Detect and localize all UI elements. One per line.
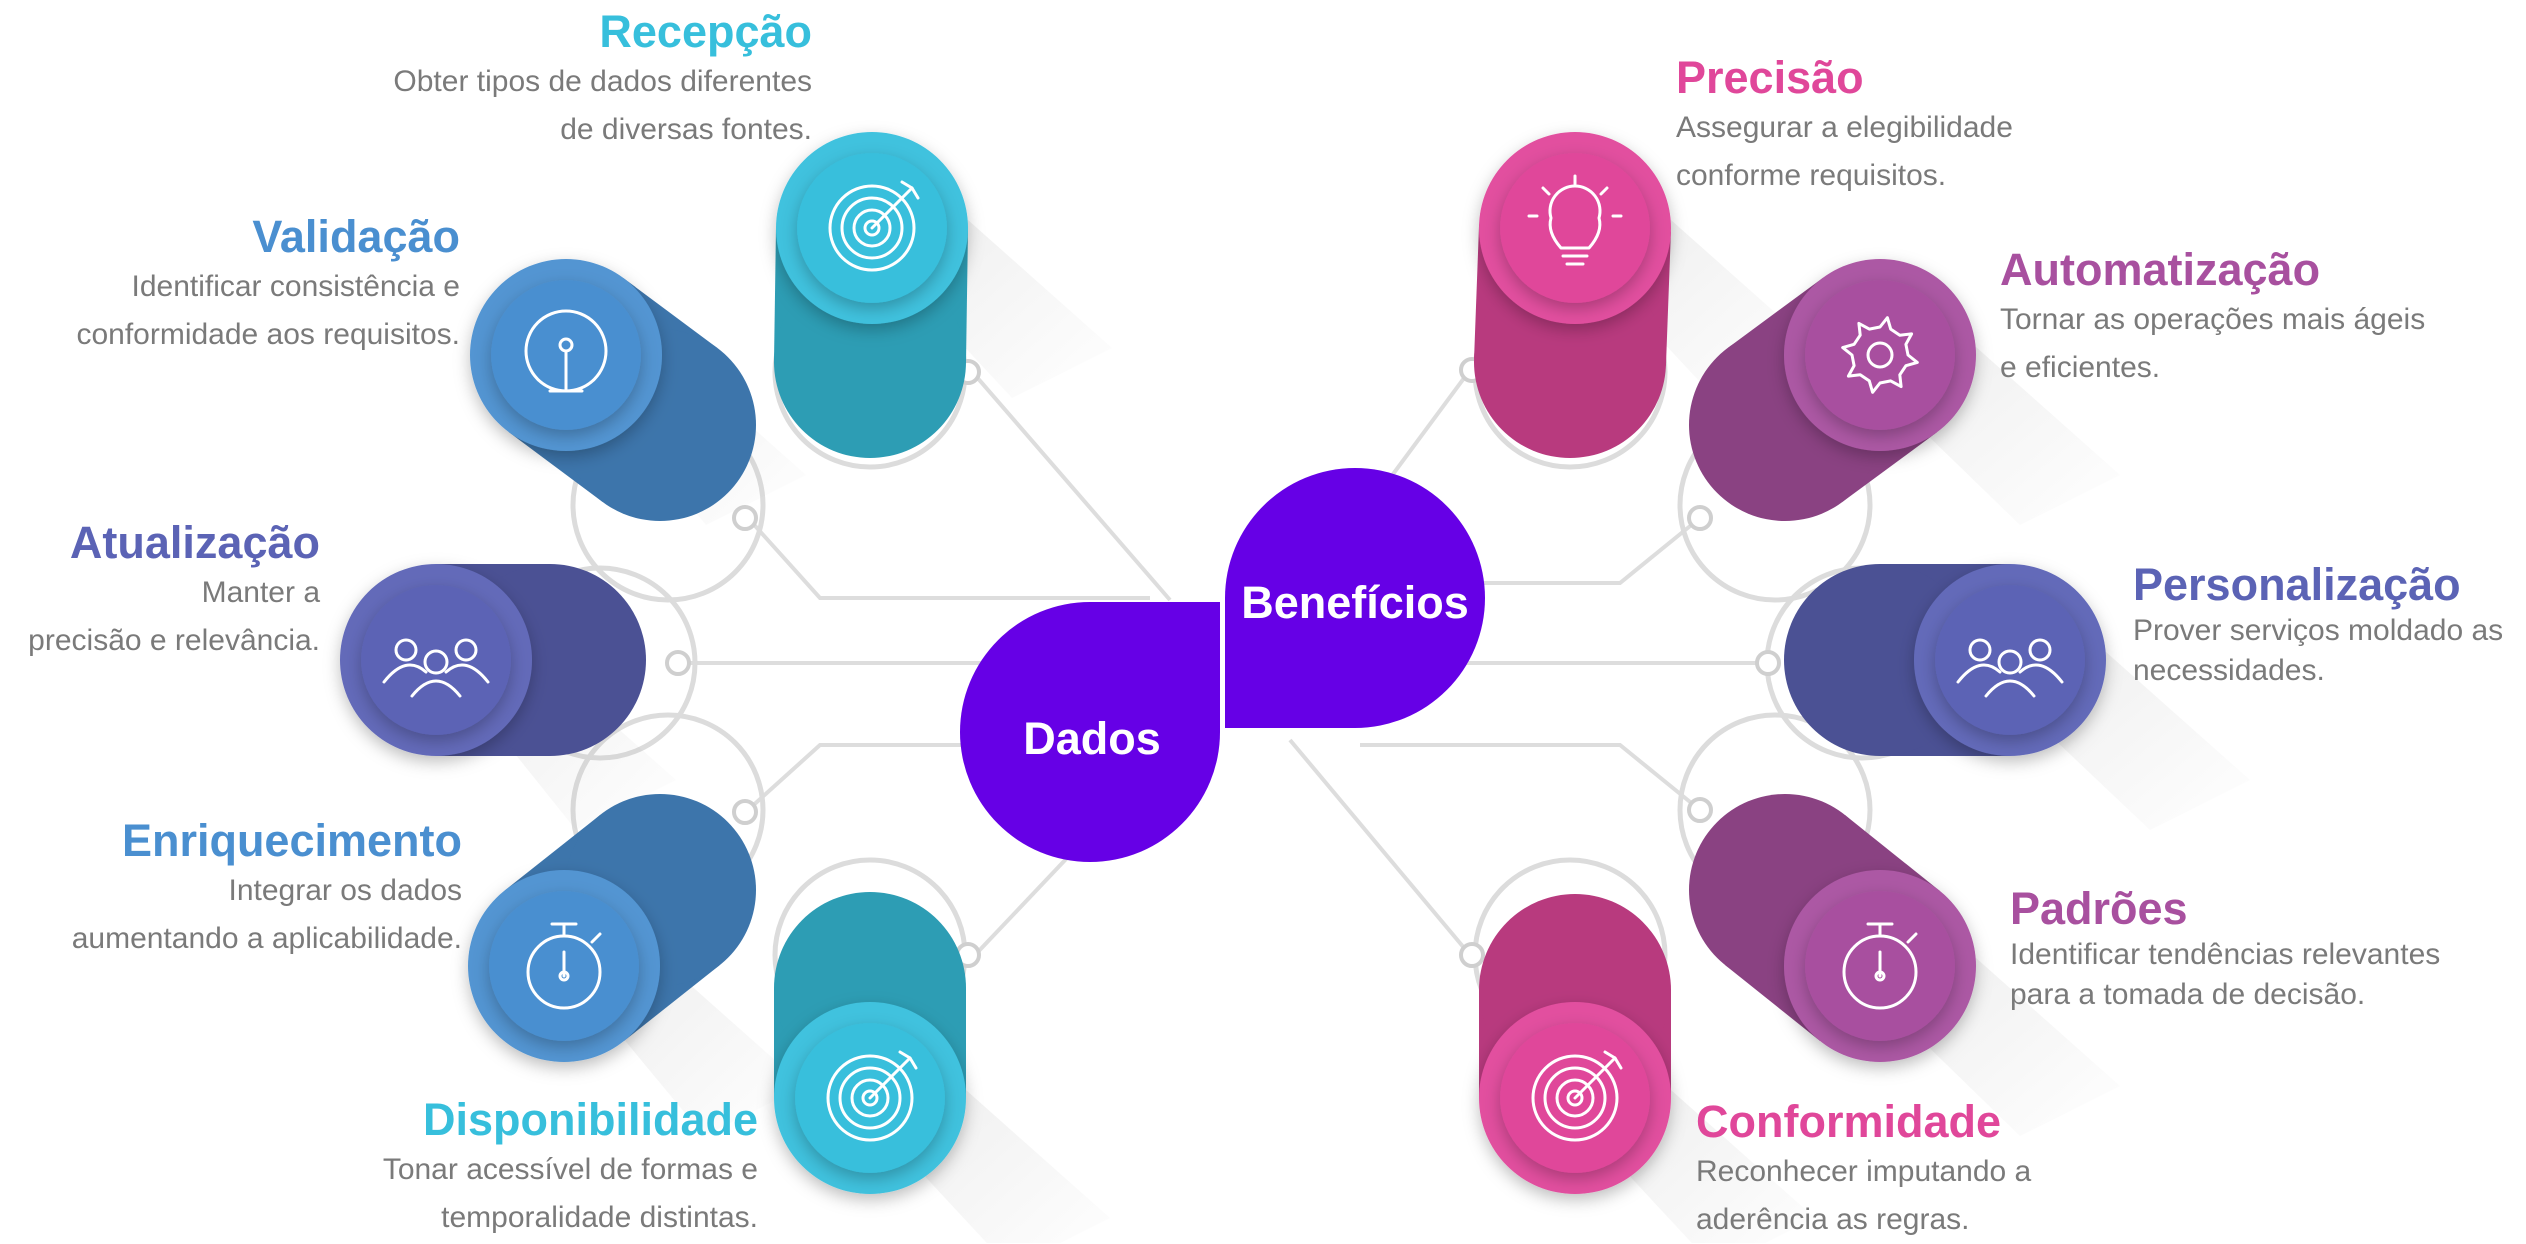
cylinder-face-inner <box>1805 280 1955 430</box>
item-title: Conformidade <box>1696 1096 2002 1147</box>
cylinder-automatizacao <box>1689 259 2120 525</box>
item-description: Prover serviços moldado as necessidades. <box>2133 614 2504 687</box>
cylinder-validacao <box>470 259 806 525</box>
pin-icon <box>524 309 608 393</box>
right-item-automatizacao: Automatização Tornar as operações mais á… <box>2000 244 2425 392</box>
item-description: Manter a precisão e relevância. <box>28 576 320 657</box>
item-description: Integrar os dados aumentando a aplicabil… <box>71 874 462 955</box>
gear-icon <box>1841 316 1919 394</box>
item-description: Reconhecer imputando a aderência as regr… <box>1696 1155 2032 1236</box>
connector-line <box>746 516 1150 600</box>
connector-dot <box>665 650 691 676</box>
item-description: Tonar acessível de formas e temporalidad… <box>382 1153 758 1234</box>
cylinder-enriquecimento <box>468 794 804 1136</box>
cylinder-padroes <box>1689 794 2120 1136</box>
lightbulb-icon <box>1527 174 1623 266</box>
item-description: Tornar as operações mais ágeis e eficien… <box>2000 303 2426 384</box>
connector-line <box>1288 738 1472 957</box>
cylinder-face-inner <box>1500 153 1650 303</box>
cylinder-disponibilidade <box>774 892 1110 1243</box>
hub-dados-label: Dados <box>1023 713 1161 764</box>
hub-dados-shape <box>960 602 1220 862</box>
left-item-enriquecimento: Enriquecimento Integrar os dados aumenta… <box>72 815 462 963</box>
item-title: Padrões <box>2010 883 2188 934</box>
connector-dot <box>1687 505 1713 531</box>
hub-beneficios-shape <box>1225 468 1485 728</box>
item-description: Identificar consistência e conformidade … <box>76 270 460 351</box>
cylinder-back <box>1474 266 1666 458</box>
connector-line <box>973 373 1172 602</box>
item-title: Atualização <box>69 517 320 568</box>
right-item-padroes: Padrões Identificar tendências relevante… <box>2010 883 2440 1015</box>
left-item-atualizacao: Atualização Manter a precisão e relevânc… <box>28 517 320 665</box>
stopwatch-icon <box>1842 922 1918 1010</box>
hub-beneficios-label: Benefícios <box>1241 577 1469 628</box>
item-title: Recepção <box>599 6 812 57</box>
cylinder-conformidade <box>1479 894 1815 1243</box>
hub: Dados Benefícios <box>960 468 1485 862</box>
cylinder-face-inner <box>1935 585 2085 735</box>
target-icon <box>828 180 920 272</box>
right-item-precisao: Precisão Assegurar a elegibilidade confo… <box>1676 52 2013 200</box>
cylinder-personalizacao <box>1784 564 2250 830</box>
right-item-conformidade: Conformidade Reconhecer imputando a ader… <box>1696 1096 2031 1244</box>
item-title: Automatização <box>2000 244 2321 295</box>
connector-dot <box>732 799 758 825</box>
left-item-recepcao: Recepção Obter tipos de dados diferentes… <box>393 6 812 154</box>
item-description: Assegurar a elegibilidade conforme requi… <box>1676 111 2013 192</box>
connector-dot <box>1459 942 1485 968</box>
target-icon <box>1531 1050 1623 1142</box>
item-title: Personalização <box>2133 559 2461 610</box>
target-icon <box>826 1050 918 1142</box>
item-title: Precisão <box>1676 52 1864 103</box>
cylinders <box>340 132 2250 1243</box>
connector-line <box>1360 743 1702 812</box>
people-icon <box>382 638 490 698</box>
cylinder-back <box>774 266 966 458</box>
cylinder-face-inner <box>361 585 511 735</box>
connector-dot <box>1687 797 1713 823</box>
people-icon <box>1956 638 2064 698</box>
item-description: Identificar tendências relevantes para a… <box>2010 938 2441 1011</box>
item-title: Enriquecimento <box>121 815 462 866</box>
item-title: Validação <box>252 211 460 262</box>
cylinder-recepcao <box>774 132 1112 458</box>
cylinder-atualizacao <box>340 564 676 830</box>
stopwatch-icon <box>526 922 602 1010</box>
left-item-validacao: Validação Identificar consistência e con… <box>76 211 460 359</box>
item-description: Obter tipos de dados diferentes de diver… <box>393 65 812 146</box>
right-item-personalizacao: Personalização Prover serviços moldado a… <box>2133 559 2503 691</box>
item-title: Disponibilidade <box>422 1094 758 1145</box>
connector-dot <box>1755 650 1781 676</box>
connector-dot <box>732 505 758 531</box>
left-item-disponibilidade: Disponibilidade Tonar acessível de forma… <box>383 1094 758 1242</box>
